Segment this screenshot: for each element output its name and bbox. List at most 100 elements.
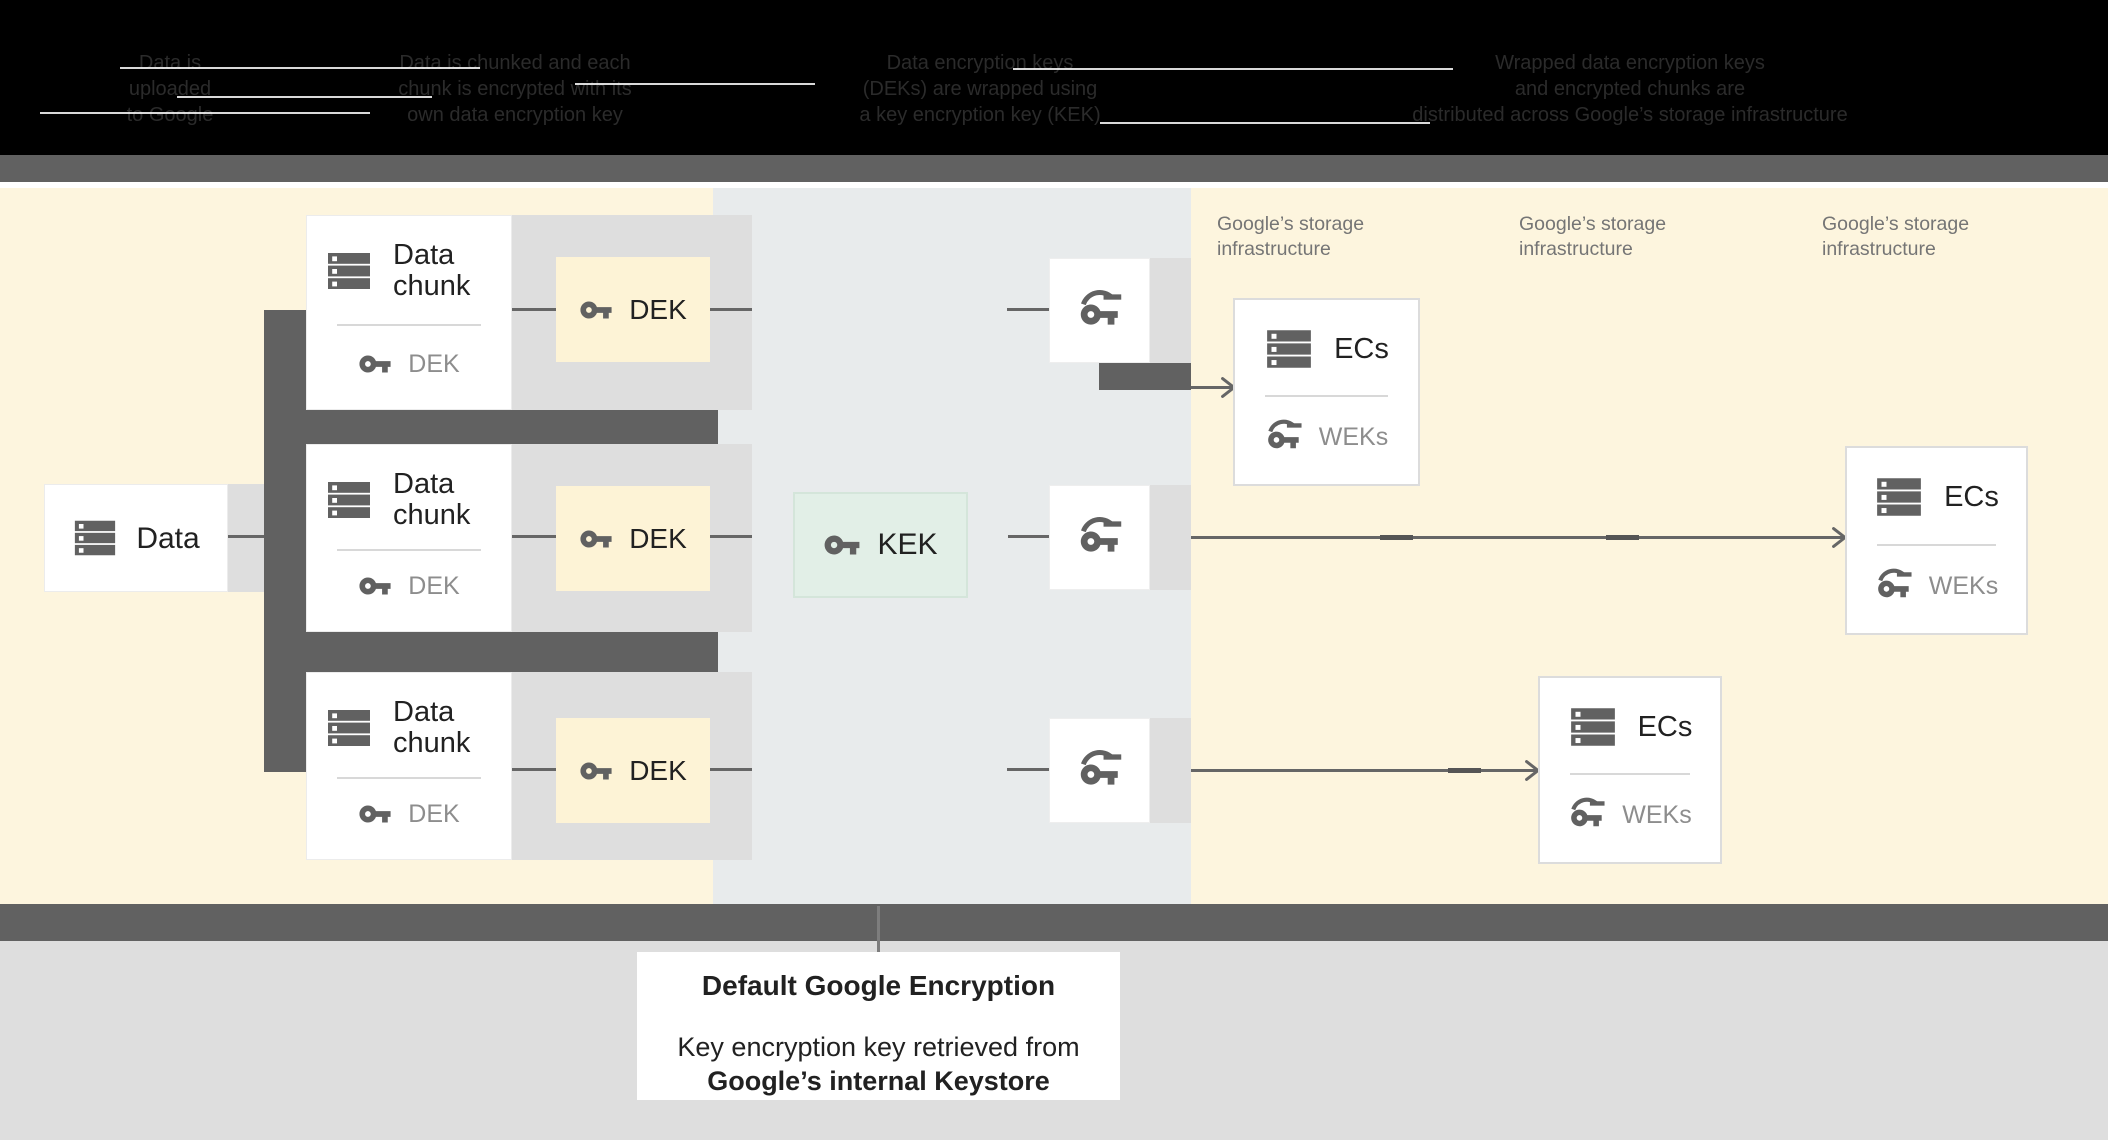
storage-infrastructure-label: Google’s storage infrastructure [1822, 213, 1970, 260]
dek-inline-label: DEK [408, 799, 460, 828]
data-chunk-title: Data chunk [393, 696, 471, 759]
storage-infrastructure-label: Google’s storage infrastructure [1519, 213, 1667, 260]
connector-line [710, 535, 752, 538]
key-icon [823, 526, 861, 564]
step-caption-3: Data encryption keys (DEKs) are wrapped … [755, 50, 1205, 128]
wrapped-key-icon [1875, 567, 1913, 605]
glitch-line [120, 67, 480, 69]
caption-connector-line [877, 906, 880, 954]
step-caption-4: Wrapped data encryption keys and encrypt… [1310, 50, 1950, 128]
dek-inline-label: DEK [408, 571, 460, 600]
connector-line [710, 308, 752, 311]
separator-band-top [0, 155, 2108, 182]
dek-box-label: DEK [629, 522, 687, 554]
data-chunk-card-bottom: DEK [307, 347, 511, 381]
data-chunk-card: Data chunk DEK [306, 672, 512, 860]
wrapped-key-icon [1265, 418, 1303, 456]
ecs-card: ECs WEKs [1233, 298, 1420, 486]
step-caption-line: to Google [126, 104, 214, 126]
step-caption-line: Wrapped data encryption keys [1495, 52, 1765, 74]
data-chunk-card-bottom: DEK [307, 569, 511, 603]
arrow-to-ecs-top [1191, 386, 1232, 389]
weks-label: WEKs [1928, 571, 1999, 600]
separator-band-bottom [0, 904, 2108, 941]
dek-box-label: DEK [629, 293, 687, 325]
key-icon [579, 522, 613, 556]
connector-line [1007, 308, 1049, 311]
weks-label: WEKs [1318, 422, 1389, 451]
dek-box-label: DEK [629, 754, 687, 786]
caption-title: Default Google Encryption [701, 970, 1056, 1001]
ecs-card-top: ECs [1847, 472, 2026, 522]
connector-line [512, 768, 556, 771]
data-chunk-card-bottom: DEK [307, 797, 511, 831]
ecs-card: ECs WEKs [1538, 676, 1722, 864]
key-icon [579, 293, 613, 327]
wrapped-key-icon [1077, 288, 1123, 334]
ecs-card-bottom: WEKs [1235, 418, 1418, 456]
connector-line [512, 308, 556, 311]
dek-inline-label: DEK [408, 349, 460, 378]
dek-box: DEK [556, 718, 710, 823]
key-icon [358, 797, 392, 831]
card-divider [1877, 543, 1996, 546]
data-chunk-card-top: Data chunk [307, 697, 511, 759]
kek-box: KEK [793, 492, 968, 598]
glitch-line [575, 83, 815, 85]
caption-box: Default Google Encryption Key encryption… [637, 952, 1120, 1100]
wrapped-key-backdrop [1150, 258, 1191, 363]
wrapped-key-icon [1077, 748, 1123, 794]
connector-line [228, 535, 264, 538]
step-caption-line: uploaded [128, 78, 212, 100]
arrow-to-ecs-middle [1191, 769, 1536, 772]
caption-line-1: Key encryption key retrieved from [677, 1032, 1080, 1062]
wrapped-key-box [1049, 258, 1150, 363]
data-chunk-card: Data chunk DEK [306, 444, 512, 632]
arrow-dark-segment [1606, 535, 1639, 540]
card-divider [337, 549, 481, 551]
wrapped-key-icon [1568, 796, 1606, 834]
step-caption-line: own data encryption key [407, 104, 623, 126]
header-band: Data is uploaded to Google Data is chunk… [0, 0, 2108, 155]
chunk-splitter-horizontal-bar [264, 410, 718, 444]
arrow-to-ecs-right [1191, 536, 1843, 539]
card-divider [1265, 395, 1388, 397]
ecs-card-bottom: WEKs [1847, 567, 2026, 605]
chunk-splitter-horizontal-bar [264, 632, 718, 672]
data-box: Data [44, 484, 228, 592]
step-caption-line: Data is chunked and each [399, 52, 631, 74]
step-caption-line: Data encryption keys [886, 52, 1074, 74]
ecs-card: ECs WEKs [1845, 446, 2028, 635]
ecs-card-bottom: WEKs [1540, 796, 1720, 834]
card-divider [1570, 773, 1690, 775]
data-chunk-card: Data chunk DEK [306, 215, 512, 410]
server-icon [72, 515, 118, 561]
step-caption-1: Data is uploaded to Google [55, 50, 285, 128]
key-icon [358, 569, 392, 603]
ecs-title: ECs [1334, 332, 1389, 365]
wrapped-key-backdrop [1150, 485, 1191, 590]
step-caption-line: Data is [138, 52, 202, 74]
connector-line [710, 768, 752, 771]
glitch-line [1013, 68, 1453, 70]
step-caption-line: a key encryption key (KEK) [859, 104, 1101, 126]
wrapped-key-box [1049, 718, 1150, 823]
step-caption-2: Data is chunked and each chunk is encryp… [300, 50, 730, 128]
glitch-line [1100, 122, 1430, 124]
server-icon [1874, 472, 1924, 522]
card-divider [337, 323, 481, 326]
dek-box: DEK [556, 257, 710, 362]
ecs-card-top: ECs [1540, 702, 1720, 752]
chunk-splitter-vertical-bar [264, 310, 307, 772]
data-chunk-title: Data chunk [393, 468, 471, 531]
server-icon [325, 476, 373, 524]
step-caption-line: and encrypted chunks are [1514, 78, 1746, 100]
step-caption-line: chunk is encrypted with its [398, 78, 632, 100]
glitch-line [40, 112, 370, 114]
server-icon [1264, 324, 1314, 374]
wrapped-key-flow-bar [1099, 363, 1191, 390]
dek-box: DEK [556, 486, 710, 591]
card-divider [337, 777, 481, 779]
connector-line [512, 535, 556, 538]
